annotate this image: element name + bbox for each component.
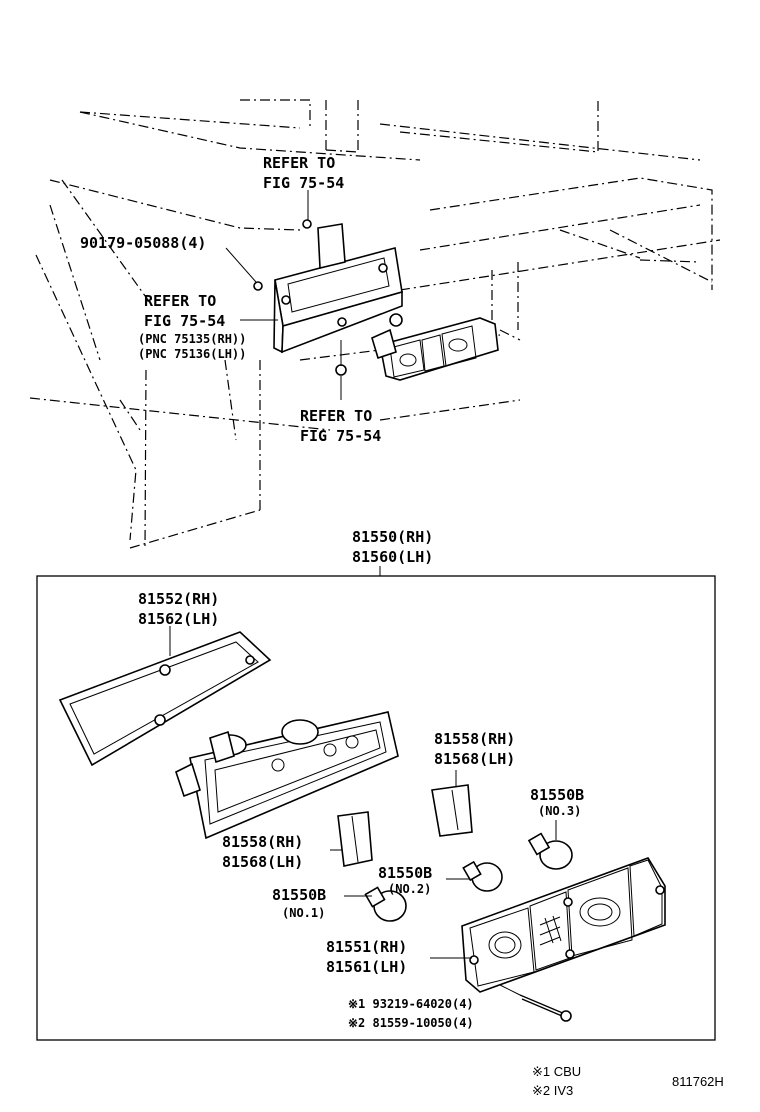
gasket-part [58,631,272,767]
refer-label-3b: FIG 75-54 [300,427,381,445]
reflector-lower-part [337,811,373,867]
vehicle-body-outline [29,99,721,549]
bolt-part-number: 90179-05088(4) [80,234,206,252]
bulb-no1-part: 81550B [272,886,326,904]
bulb-no3-icon [527,832,573,870]
bulb-no3-part: 81550B [530,786,584,804]
reflector-upper-lh-label: 81568(LH) [434,750,515,768]
bulb-no2-label: (NO.2) [388,882,431,896]
refer-label-1a: REFER TO [263,154,335,172]
footnote-2: ※2 IV3 [532,1083,573,1098]
assembly-lh-label: 81560(LH) [352,548,433,566]
figure-id: 811762H [672,1074,724,1089]
reflector-upper-part [431,784,473,837]
gasket-rh-label: 81552(RH) [138,590,219,608]
mounting-bracket [273,223,403,354]
bulb-no2-part: 81550B [378,864,432,882]
reflector-upper-rh-label: 81558(RH) [434,730,515,748]
top-leaders [225,190,342,400]
refer-label-3a: REFER TO [300,407,372,425]
screw-1-label: ※1 93219-64020(4) [348,997,474,1011]
screw-icon [519,994,572,1022]
pnc-lh-label: (PNC 75136(LH)) [138,347,246,361]
refer-label-1b: FIG 75-54 [263,174,344,192]
lens-part [461,857,666,993]
lamp-assembly-installed [371,313,499,381]
lens-lh-label: 81561(LH) [326,958,407,976]
refer-label-2b: FIG 75-54 [144,312,225,330]
assembly-rh-label: 81550(RH) [352,528,433,546]
reflector-lower-rh-label: 81558(RH) [222,833,303,851]
bolt-icon [253,219,347,376]
screw-leader [499,984,521,996]
gasket-lh-label: 81562(LH) [138,610,219,628]
reflector-lower-lh-label: 81568(LH) [222,853,303,871]
screw-2-label: ※2 81559-10050(4) [348,1016,474,1030]
housing-part [175,711,399,840]
bulb-no3-label: (NO.3) [538,804,581,818]
assembly-frame [36,575,716,1041]
bulb-no1-icon [364,886,407,922]
lens-rh-label: 81551(RH) [326,938,407,956]
footnote-1: ※1 CBU [532,1064,581,1079]
refer-label-2a: REFER TO [144,292,216,310]
bulb-no1-label: (NO.1) [282,906,325,920]
pnc-rh-label: (PNC 75135(RH)) [138,332,246,346]
bulb-no2-icon [462,860,503,892]
